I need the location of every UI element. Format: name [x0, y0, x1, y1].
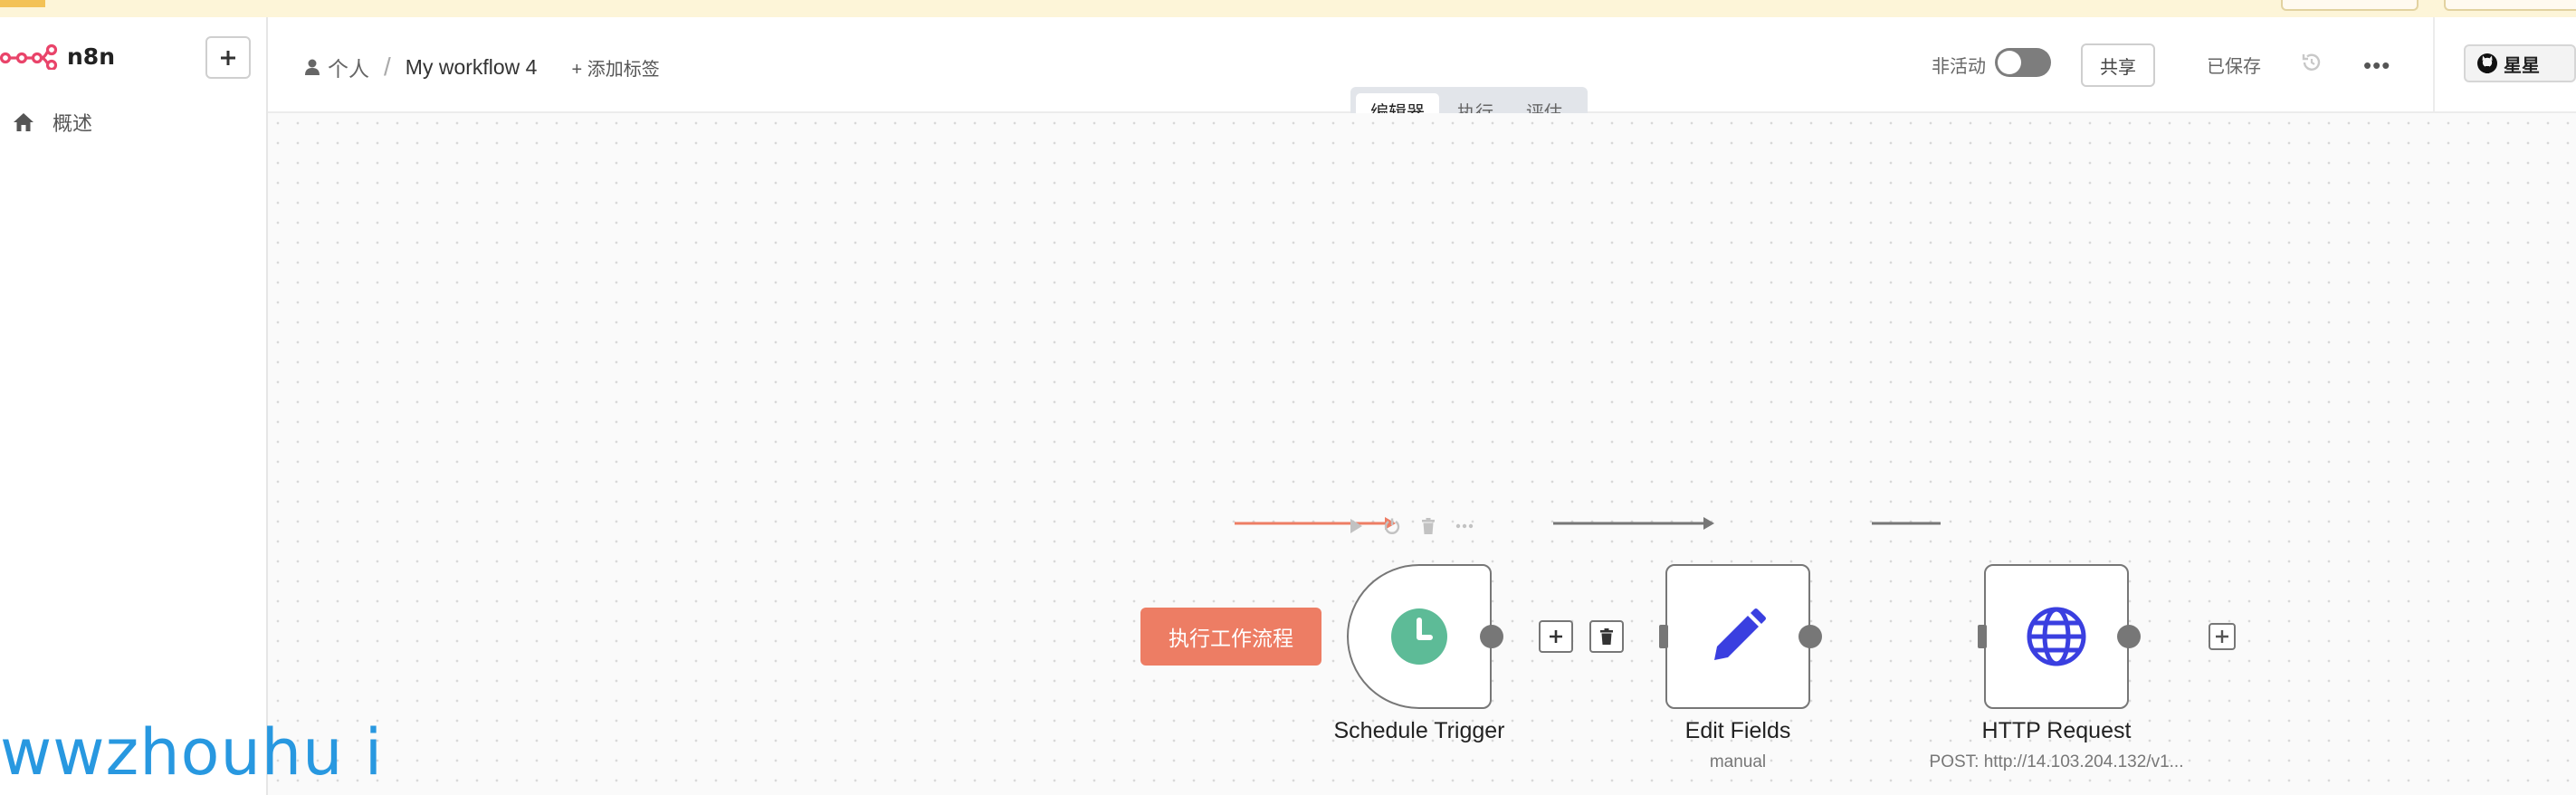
saved-status: 已保存 [2207, 57, 2261, 77]
play-icon[interactable] [1347, 517, 1365, 535]
toggle-knob [1998, 51, 2021, 74]
trash-icon[interactable] [1419, 517, 1437, 535]
clock-icon [1391, 608, 1447, 665]
output-handle[interactable] [1798, 625, 1822, 648]
top-banner [0, 0, 2576, 18]
input-handle[interactable] [1978, 625, 1987, 648]
sidebar: n8n 概述 [0, 17, 268, 795]
more-icon[interactable] [1455, 517, 1474, 535]
breadcrumb-separator: / [384, 53, 391, 81]
node-edit-fields[interactable] [1665, 564, 1810, 709]
plus-icon [2216, 630, 2228, 643]
add-tag-button[interactable]: + 添加标签 [571, 59, 660, 80]
history-icon[interactable] [2300, 51, 2323, 74]
node-label: HTTP Request [1981, 718, 2132, 743]
arrow-head [1385, 517, 1396, 530]
home-icon [14, 113, 33, 131]
node-label: Schedule Trigger [1333, 718, 1505, 743]
output-handle[interactable] [2117, 625, 2141, 648]
output-handle[interactable] [1480, 625, 1503, 648]
github-star-label: 星星 [2504, 55, 2540, 76]
banner-button[interactable] [2444, 0, 2576, 11]
user-icon [305, 59, 320, 75]
globe-icon [2027, 607, 2086, 666]
node-subtitle: manual [1709, 752, 1767, 771]
trash-icon [1600, 628, 1613, 645]
pencil-icon [1714, 608, 1766, 660]
more-options-icon[interactable]: ••• [2363, 52, 2391, 79]
add-node-button[interactable] [2209, 623, 2236, 650]
node-toolbar [1347, 517, 1474, 535]
node-subtitle: POST: http://14.103.204.132/v1... [1929, 752, 2184, 771]
header-divider [2433, 17, 2435, 111]
github-star-button[interactable]: 星星 [2464, 44, 2576, 82]
app-name: n8n [67, 43, 115, 70]
banner-mark [0, 0, 45, 7]
execute-workflow-button[interactable]: 执行工作流程 [1140, 608, 1321, 666]
watermark-text: wwzhouhu i [0, 715, 384, 790]
n8n-logo-icon [0, 43, 58, 70]
power-icon[interactable] [1383, 517, 1401, 535]
banner-button[interactable] [2281, 0, 2419, 11]
node-http-request[interactable] [1984, 564, 2129, 709]
breadcrumb-owner[interactable]: 个人 [328, 57, 369, 81]
connection-delete-button[interactable] [1589, 620, 1624, 653]
share-button[interactable]: 共享 [2081, 43, 2155, 87]
arrow-head [1703, 517, 1714, 530]
breadcrumb: 个人 / My workflow 4 + 添加标签 [304, 52, 660, 82]
app-logo[interactable]: n8n [0, 43, 115, 70]
node-schedule-trigger[interactable] [1347, 564, 1492, 709]
connections [1235, 517, 1941, 530]
plus-icon [221, 50, 235, 65]
connection-add-button[interactable] [1539, 620, 1573, 653]
workflow-name[interactable]: My workflow 4 [405, 54, 538, 79]
active-status-label: 非活动 [1932, 57, 1986, 77]
github-icon [2477, 53, 2497, 73]
add-button[interactable] [205, 36, 251, 79]
workflow-canvas[interactable]: 执行工作流程 Schedule Trigger Edit Fields manu… [268, 113, 2576, 795]
plus-icon [1550, 630, 1562, 643]
sidebar-item-overview[interactable]: 概述 [13, 108, 92, 137]
node-label: Edit Fields [1684, 718, 1791, 743]
input-handle[interactable] [1659, 625, 1668, 648]
active-toggle[interactable] [1995, 48, 2051, 77]
sidebar-item-label: 概述 [52, 112, 93, 135]
